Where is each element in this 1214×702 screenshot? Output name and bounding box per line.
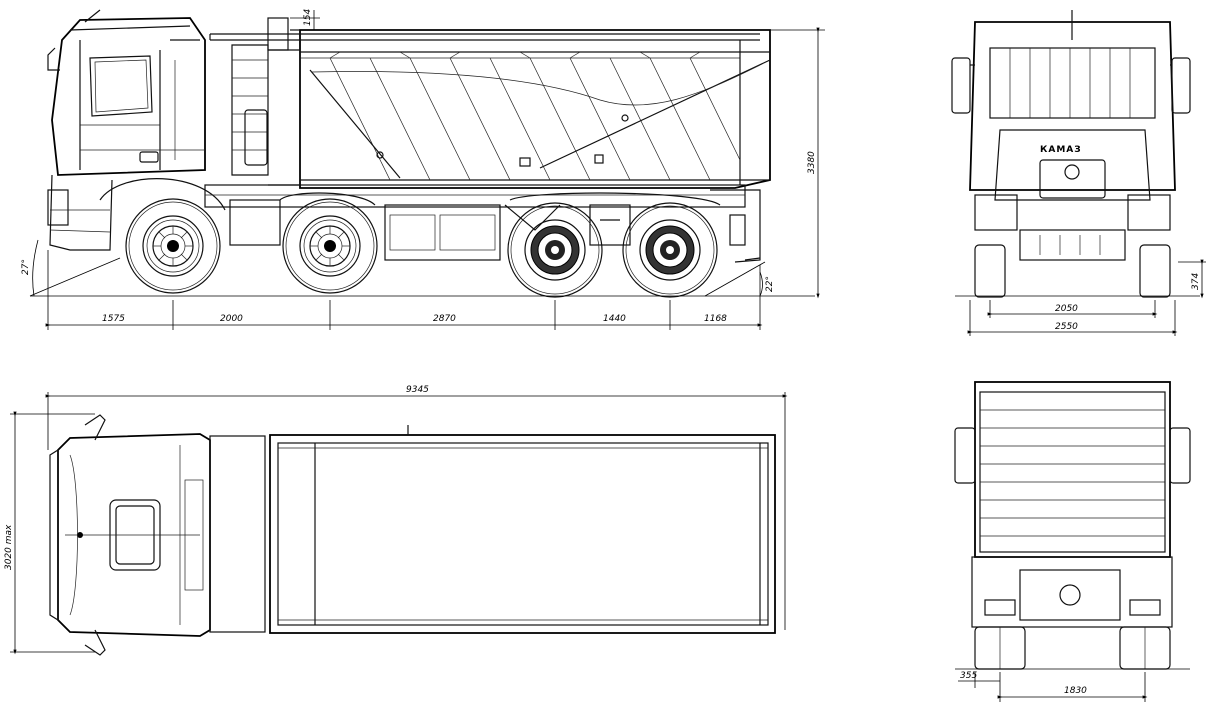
dim-front-overhang: 1575 (102, 314, 125, 324)
front-bumper (47, 174, 226, 251)
dim-width-max: 3020 max (4, 524, 14, 570)
dim-wheelbase-1: 2000 (220, 314, 243, 324)
front-wheel-2 (282, 198, 378, 294)
front-view: КАМАЗ 2050 2550 374 (951, 10, 1206, 336)
dim-width: 2550 (1055, 322, 1078, 332)
body-headboard (231, 17, 301, 186)
cab (47, 9, 206, 176)
side-dimensions (29, 10, 825, 330)
dim-rear-track: 1830 (1064, 686, 1087, 696)
dim-rear-overhang: 1168 (704, 314, 727, 324)
dim-ground-clearance: 374 (1191, 273, 1201, 290)
dim-wheelbase-2: 2870 (433, 314, 456, 324)
top-dump-body (269, 425, 776, 634)
top-view: 9345 3020 max (4, 385, 788, 656)
rear-wheel-1 (507, 202, 603, 298)
top-gap (209, 435, 266, 633)
top-dimensions: 9345 3020 max (4, 385, 788, 655)
dim-track: 2050 (1055, 304, 1078, 314)
dim-overall-length: 9345 (406, 385, 429, 395)
dump-body (209, 29, 771, 189)
dim-height: 3380 (807, 151, 817, 174)
dim-body-top-offset: 154 (303, 9, 313, 26)
rear-wheel-2 (622, 202, 718, 298)
front-dimensions: 2050 2550 374 (955, 259, 1206, 336)
side-view: 1575 2000 2870 1440 1168 3380 154 27° 22… (21, 9, 825, 330)
dim-departure-angle: 22° (765, 276, 775, 292)
front-wheel-1 (125, 198, 221, 294)
top-cab (49, 414, 211, 656)
chassis (204, 184, 761, 263)
dim-wheelbase-3: 1440 (603, 314, 626, 324)
rear-view: 355 1830 (954, 381, 1191, 702)
rear-dimensions: 355 1830 (955, 668, 1190, 702)
dim-tire-width: 355 (960, 671, 977, 681)
front-logo: КАМАЗ (1040, 145, 1082, 155)
side-dim-labels: 1575 2000 2870 1440 1168 3380 154 27° 22… (21, 9, 817, 324)
dim-approach-angle: 27° (21, 259, 31, 275)
